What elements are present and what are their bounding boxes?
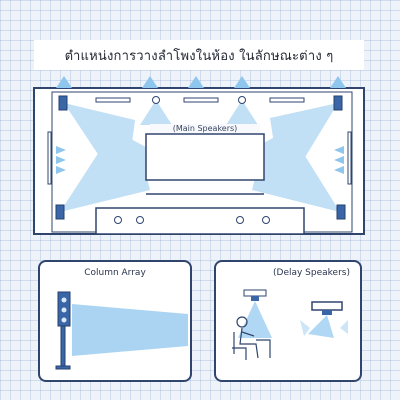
side-triangle-left-3 bbox=[56, 166, 66, 174]
speaker-icon-top-right bbox=[333, 95, 343, 111]
column-array-beam bbox=[72, 304, 188, 356]
side-triangle-right-3 bbox=[334, 166, 344, 174]
column-speaker-icon bbox=[55, 291, 71, 370]
side-column-right bbox=[347, 131, 352, 185]
triangle-speaker-1 bbox=[56, 76, 72, 88]
bottom-circle-2 bbox=[136, 216, 144, 224]
side-triangle-right-2 bbox=[334, 156, 344, 164]
side-column-left bbox=[47, 131, 52, 185]
main-speakers-label: (Main Speakers) bbox=[150, 124, 260, 133]
speaker-icon-bottom-right bbox=[336, 204, 346, 220]
column-array-panel: Column Array bbox=[38, 260, 192, 382]
column-array-illustration bbox=[55, 291, 188, 370]
stage-center-box bbox=[145, 133, 265, 181]
side-triangles bbox=[56, 146, 344, 174]
triangle-speaker-3 bbox=[188, 76, 204, 88]
ceiling-speaker-icon-1 bbox=[238, 289, 272, 338]
corner-speakers bbox=[55, 95, 346, 220]
top-circle-speaker-1 bbox=[152, 96, 160, 104]
side-triangle-left-2 bbox=[56, 156, 66, 164]
diagram-title: ตำแหน่งการวางลำโพงในห้อง ในลักษณะต่าง ๆ bbox=[34, 40, 364, 70]
side-triangle-left-1 bbox=[56, 146, 66, 154]
top-circle-speaker-2 bbox=[238, 96, 246, 104]
bottom-circle-4 bbox=[262, 216, 270, 224]
side-triangle-right-1 bbox=[334, 146, 344, 154]
bottom-circle-speakers bbox=[114, 216, 270, 224]
triangle-speaker-4 bbox=[234, 76, 250, 88]
delay-speakers-illustration bbox=[232, 289, 348, 360]
main-speakers-label-text: (Main Speakers) bbox=[172, 124, 238, 133]
bottom-circle-1 bbox=[114, 216, 122, 224]
beam-top-left-2 bbox=[64, 103, 170, 175]
triangle-speaker-2 bbox=[142, 76, 158, 88]
triangle-speaker-5 bbox=[330, 76, 346, 88]
speaker-icon-top-left bbox=[58, 95, 68, 111]
bottom-circle-3 bbox=[236, 216, 244, 224]
column-array-title: Column Array bbox=[84, 268, 146, 278]
beam-top-center-1 bbox=[140, 100, 172, 125]
top-bar-left bbox=[95, 97, 131, 103]
top-bar-right bbox=[269, 97, 305, 103]
delay-speakers-title: (Delay Speakers) bbox=[273, 268, 350, 278]
beam-bottom-left-2 bbox=[60, 135, 160, 212]
top-bar-center bbox=[183, 97, 219, 103]
diagram-title-text: ตำแหน่งการวางลำโพงในห้อง ในลักษณะต่าง ๆ bbox=[64, 48, 334, 64]
bottom-bar bbox=[95, 207, 305, 235]
top-speaker-triangles bbox=[56, 76, 346, 88]
speaker-icon-bottom-left bbox=[55, 204, 65, 220]
ceiling-speaker-icon-2 bbox=[300, 301, 348, 338]
delay-speakers-panel: (Delay Speakers) bbox=[214, 260, 362, 382]
beam-bottom-right-2 bbox=[242, 135, 340, 212]
beam-top-center-2 bbox=[226, 100, 258, 125]
person-icon bbox=[232, 316, 271, 360]
